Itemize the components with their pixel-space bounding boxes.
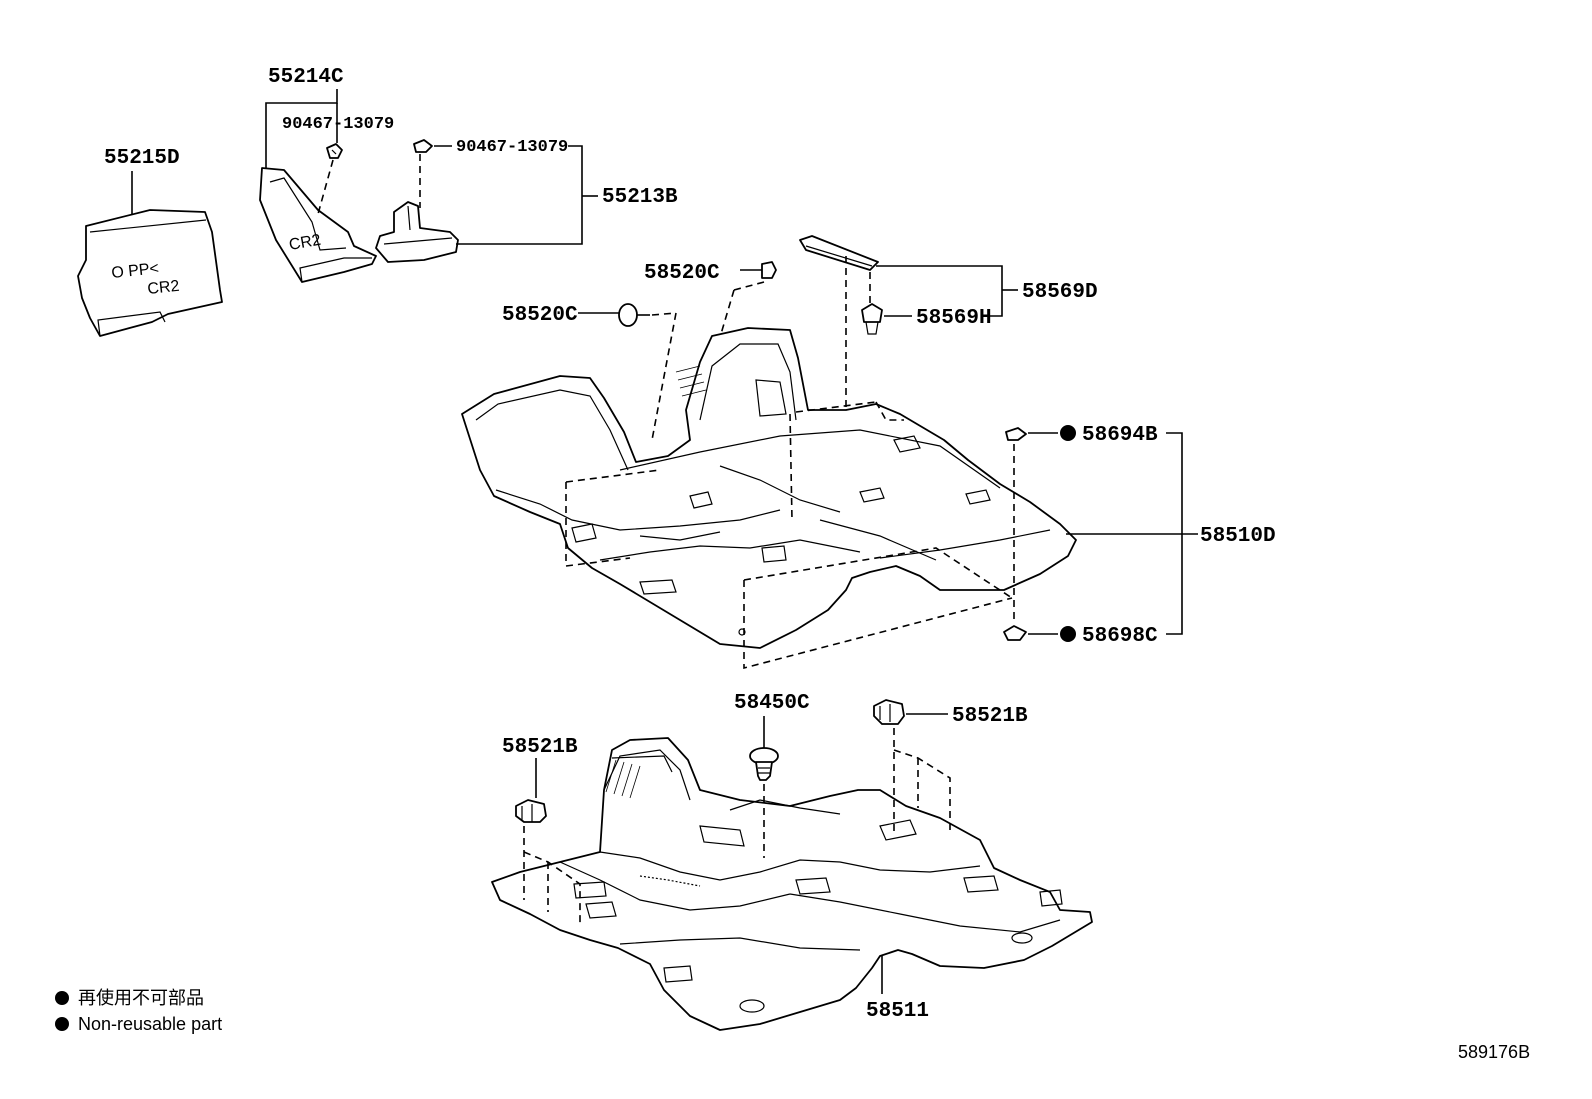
dash-box-rear xyxy=(875,401,904,421)
svg-text:CR2: CR2 xyxy=(147,278,181,298)
diagram-id: 589176B xyxy=(1458,1042,1530,1062)
leader-55214C xyxy=(265,89,338,168)
part-58569D xyxy=(799,235,879,271)
label-58520C-lower: 58520C xyxy=(502,304,578,327)
clip-58698C xyxy=(1003,625,1027,641)
label-58698C: 58698C xyxy=(1082,625,1158,648)
clip-58569H xyxy=(861,303,883,335)
dash-box-left-top xyxy=(565,469,661,483)
clip-58521B-right xyxy=(873,699,905,725)
non-reusable-marker-58694B xyxy=(1060,425,1076,441)
dash-box-front xyxy=(743,580,1013,670)
clip-58521B-left xyxy=(515,799,547,823)
label-58569H: 58569H xyxy=(916,307,992,330)
clip-58450C xyxy=(749,747,779,781)
clip-58694B xyxy=(1005,427,1027,441)
part-55213B xyxy=(375,201,459,263)
label-58510D: 58510D xyxy=(1200,525,1276,548)
legend-marker-en xyxy=(55,1017,69,1031)
legend-text-ja: 再使用不可部品 xyxy=(78,988,204,1008)
legend-text-en: Non-reusable part xyxy=(78,1014,222,1034)
screw-58520C-lower xyxy=(618,303,650,327)
legend: 再使用不可部品 Non-reusable part xyxy=(55,988,222,1034)
dash-58520C-lower-b xyxy=(651,312,677,441)
dash-58520C-upper xyxy=(733,281,765,291)
part-55214C: CR2 xyxy=(259,167,377,283)
label-58569D: 58569D xyxy=(1022,281,1098,304)
bracket-55213B xyxy=(456,145,583,245)
svg-text:O PP<: O PP< xyxy=(111,260,160,282)
clip-90467-upper xyxy=(326,143,343,159)
label-58521B-left: 58521B xyxy=(502,736,578,759)
label-58450C: 58450C xyxy=(734,692,810,715)
legend-marker-ja xyxy=(55,991,69,1005)
label-55215D: 55215D xyxy=(104,147,180,170)
svg-text:CR2: CR2 xyxy=(288,232,323,254)
part-58510D xyxy=(461,327,1077,649)
screw-58520C-upper xyxy=(740,261,777,279)
part-55215D: O PP< CR2 xyxy=(77,209,223,337)
dash-box-left xyxy=(565,482,631,567)
dash-box-58521B-right xyxy=(893,749,951,834)
label-58520C-upper: 58520C xyxy=(644,262,720,285)
label-55213B: 55213B xyxy=(602,186,678,209)
label-58694B: 58694B xyxy=(1082,424,1158,447)
non-reusable-marker-58698C xyxy=(1060,626,1076,642)
label-90467-lower: 90467-13079 xyxy=(456,138,568,157)
label-55214C: 55214C xyxy=(268,66,344,89)
dash-box-center xyxy=(789,413,793,521)
dash-90467-upper xyxy=(317,159,334,215)
label-90467-upper: 90467-13079 xyxy=(282,115,394,134)
dash-58520C-lower xyxy=(651,312,677,316)
bracket-58569D xyxy=(876,265,1003,317)
dash-box-front-top xyxy=(743,547,1013,599)
dash-box-rear-top xyxy=(795,401,877,413)
label-58511: 58511 xyxy=(866,1000,929,1023)
part-58511 xyxy=(491,737,1093,1031)
label-58521B-right: 58521B xyxy=(952,705,1028,728)
clip-90467-lower xyxy=(413,139,433,153)
dash-box-58521B-left xyxy=(523,851,581,924)
